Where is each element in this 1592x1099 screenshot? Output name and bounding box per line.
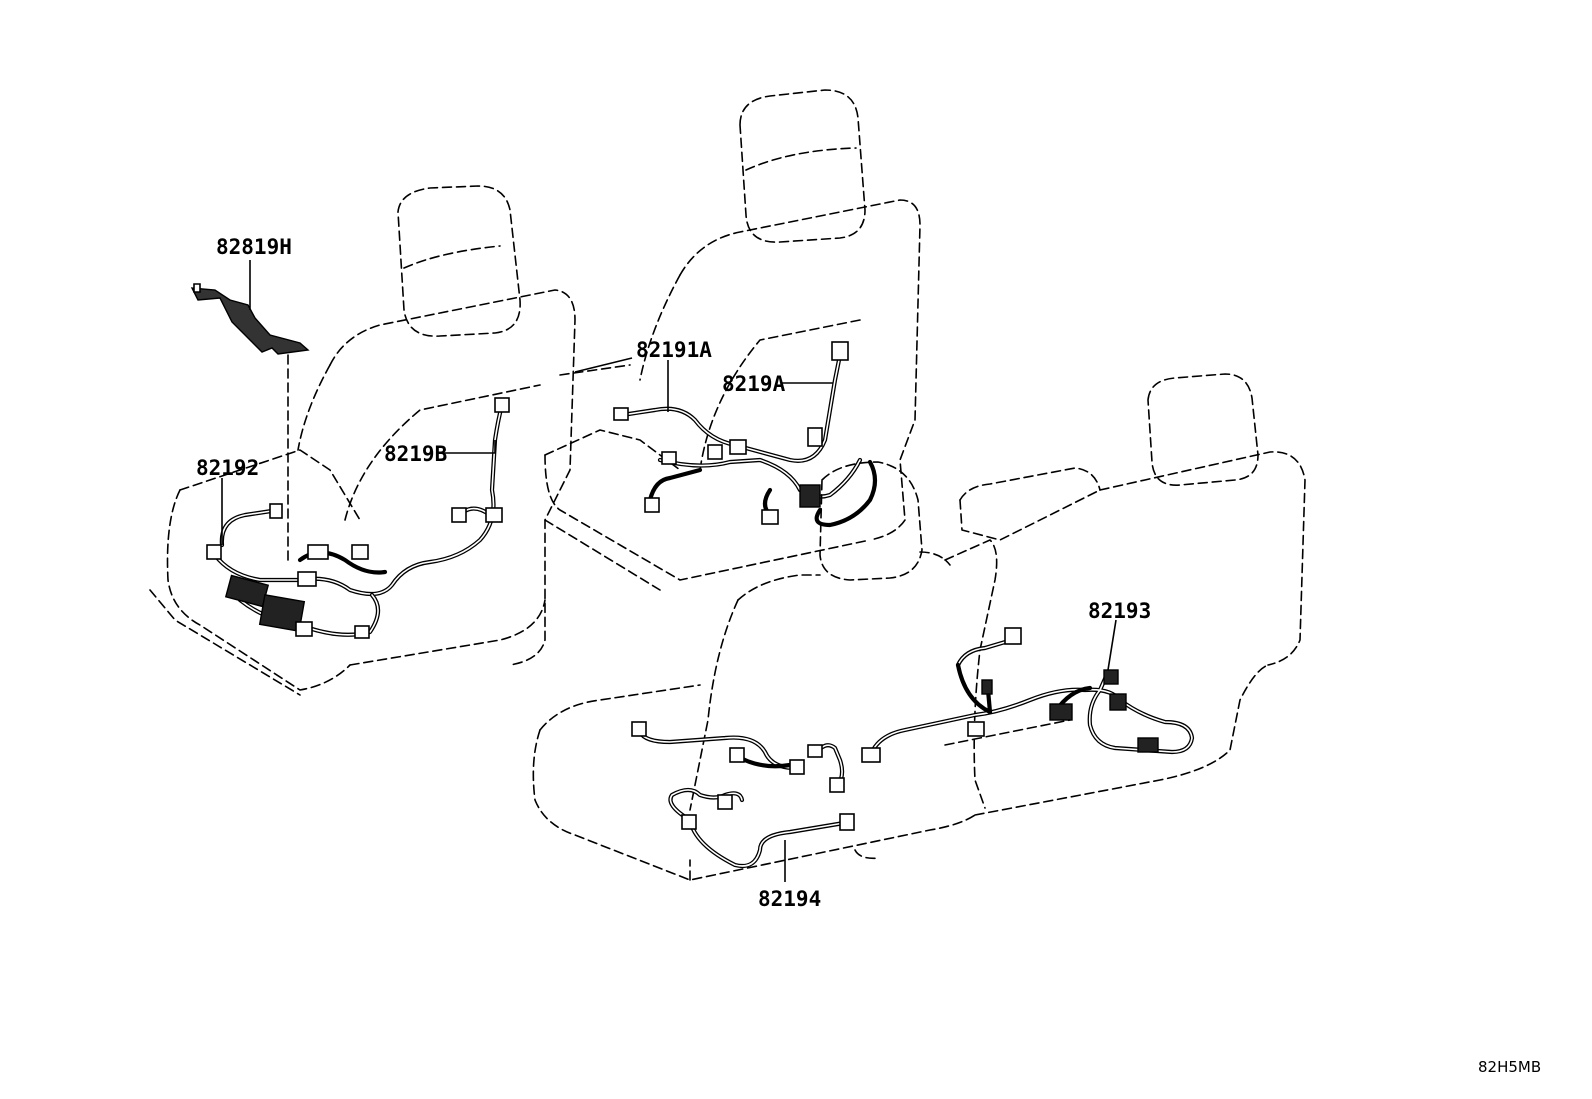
diagram-code: 82H5MB — [1478, 1058, 1541, 1076]
front-left-seat — [149, 185, 576, 696]
harness-front-right — [613, 341, 878, 528]
harness-82194 — [631, 721, 855, 869]
label-8219B: 8219B — [384, 442, 447, 466]
label-82191A: 82191A — [636, 338, 712, 362]
rear-bench-seat — [532, 373, 1306, 881]
label-82819H: 82819H — [216, 235, 292, 259]
bracket-82819H — [190, 283, 310, 355]
label-82192: 82192 — [196, 456, 259, 480]
part-labels: 82819H 82192 8219B 82191A 8219A 82193 82… — [196, 235, 1541, 1076]
harness-82193 — [861, 627, 1195, 763]
leader-lines — [221, 260, 1117, 882]
harness-front-left — [206, 397, 510, 639]
label-82194: 82194 — [758, 887, 821, 911]
front-right-seat — [544, 89, 921, 591]
label-82193: 82193 — [1088, 599, 1151, 623]
label-8219A: 8219A — [722, 372, 786, 396]
